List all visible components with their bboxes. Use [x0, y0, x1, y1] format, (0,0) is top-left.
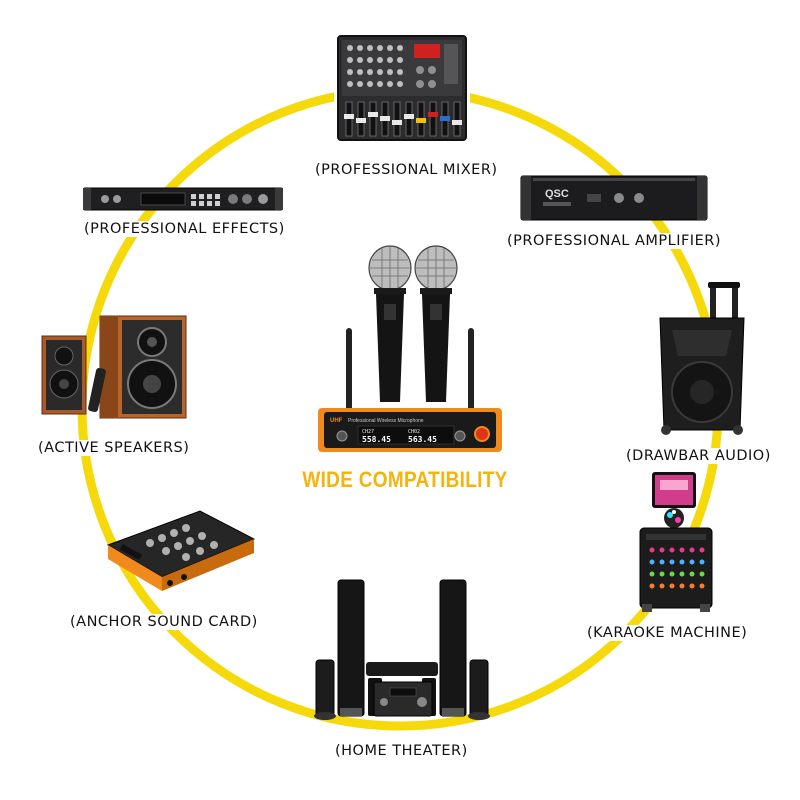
- effects-label: (PROFESSIONAL EFFECTS): [82, 221, 287, 237]
- mixer-image: [334, 34, 470, 144]
- headline-wide-compatibility: WIDE COMPATIBILITY: [302, 468, 508, 493]
- receiver-ch1: CH27: [362, 429, 374, 435]
- receiver-freq1: 558.45: [362, 435, 391, 444]
- home-theater-label: (HOME THEATER): [333, 743, 470, 759]
- active-speakers-image: [41, 315, 187, 419]
- effects-processor-image: [83, 187, 283, 211]
- amplifier-image: QSC: [520, 175, 708, 221]
- drawbar-audio-label: (DRAWBAR AUDIO): [624, 448, 773, 464]
- drawbar-speaker-image: [659, 282, 745, 435]
- receiver-ch2: CH02: [408, 429, 420, 435]
- amplifier-label: (PROFESSIONAL AMPLIFIER): [505, 233, 723, 249]
- receiver-model-text: Professional Wireless Microphone: [348, 418, 424, 424]
- active-speakers-label: (ACTIVE SPEAKERS): [36, 440, 192, 456]
- karaoke-machine-image: [639, 472, 713, 612]
- receiver-freq2: 563.45: [408, 435, 437, 444]
- receiver-brand: UHF: [330, 418, 343, 424]
- karaoke-machine-label: (KARAOKE MACHINE): [585, 625, 750, 641]
- wireless-microphone-system-image: UHF Professional Wireless Microphone CH2…: [318, 245, 502, 452]
- home-theater-image: [314, 579, 490, 720]
- anchor-sound-card-label: (ANCHOR SOUND CARD): [68, 614, 260, 630]
- amp-brand-text: QSC: [545, 188, 569, 200]
- mixer-label: (PROFESSIONAL MIXER): [313, 162, 500, 178]
- anchor-sound-card-image: [106, 510, 256, 591]
